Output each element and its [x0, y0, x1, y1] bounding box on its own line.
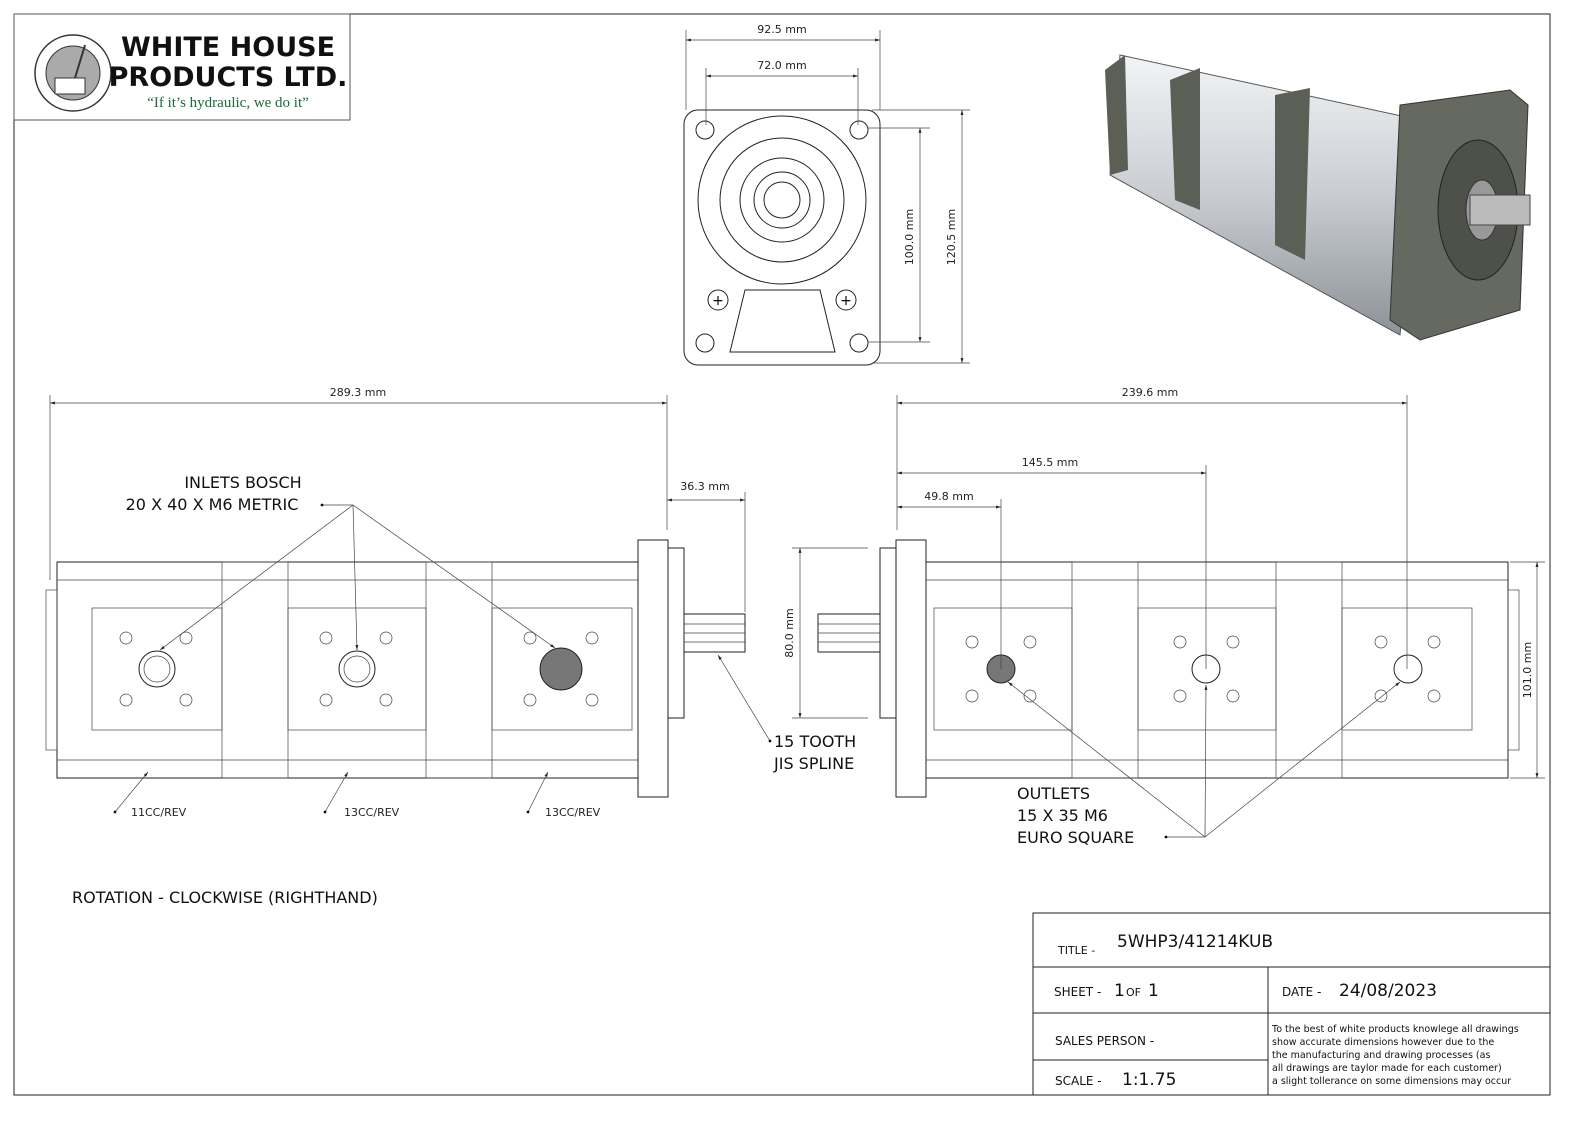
- company-logo-block: WHITE HOUSE PRODUCTS LTD. “If it’s hydra…: [13, 13, 351, 121]
- disclaimer-line: a slight tollerance on some dimensions m…: [1272, 1076, 1511, 1087]
- disclaimer-line: the manufacturing and drawing processes …: [1272, 1050, 1490, 1061]
- outlets-label-line1: OUTLETS: [1017, 784, 1090, 803]
- dim-front-height-holes: 100.0 mm: [903, 209, 916, 265]
- front-view: + + 92.5 mm 72.0 mm 100.0 mm 120.5 mm: [683, 23, 970, 366]
- dim-flange-height: 80.0 mm: [783, 608, 796, 657]
- spline-label-line2: JIS SPLINE: [773, 754, 854, 773]
- dim-front-height-outer: 120.5 mm: [945, 209, 958, 265]
- dim-left-overall: 289.3 mm: [330, 386, 386, 399]
- date-label: DATE -: [1282, 985, 1321, 999]
- title-value: 5WHP3/41214KUB: [1117, 932, 1273, 952]
- inlets-label-line2: 20 X 40 X M6 METRIC: [126, 495, 299, 514]
- title-label: TITLE -: [1057, 944, 1095, 957]
- section-label-1: 11CC/REV: [131, 806, 187, 819]
- sheet-label: SHEET -: [1054, 985, 1101, 999]
- section-label-2: 13CC/REV: [344, 806, 400, 819]
- sheet-total: 1: [1148, 981, 1159, 1001]
- company-seal-icon: [34, 34, 112, 112]
- company-name-line1: WHITE HOUSE: [121, 32, 335, 63]
- sales-person-label: SALES PERSON -: [1055, 1034, 1154, 1048]
- dim-front-width-holes: 72.0 mm: [757, 59, 806, 72]
- dim-right-mid: 145.5 mm: [1022, 456, 1078, 469]
- left-side-view: 289.3 mm 36.3 mm INLETS BOSCH 20 X 40 X …: [45, 386, 856, 819]
- pump-3d-render: [1105, 54, 1531, 341]
- inlets-label-line1: INLETS BOSCH: [184, 473, 301, 492]
- rotation-note: ROTATION - CLOCKWISE (RIGHTHAND): [72, 888, 378, 907]
- title-block: TITLE - 5WHP3/41214KUB SHEET - 1 OF 1 DA…: [1032, 912, 1551, 1096]
- right-side-view: 239.6 mm 145.5 mm 49.8 mm 80.0 mm 101.0 …: [783, 386, 1545, 847]
- spline-label-line1: 15 TOOTH: [774, 732, 856, 751]
- svg-text:+: +: [712, 293, 724, 309]
- disclaimer-line: To the best of white products knowlege a…: [1271, 1024, 1519, 1035]
- outlets-label-line3: EURO SQUARE: [1017, 828, 1134, 847]
- sheet-number: 1: [1114, 981, 1125, 1001]
- company-tagline: “If it’s hydraulic, we do it”: [147, 95, 309, 111]
- dim-body-height: 101.0 mm: [1521, 642, 1534, 698]
- sheet-border: [13, 13, 1551, 1096]
- scale-value: 1:1.75: [1122, 1070, 1176, 1090]
- disclaimer-line: show accurate dimensions however due to …: [1272, 1037, 1494, 1048]
- scale-label: SCALE -: [1055, 1074, 1102, 1088]
- disclaimer-line: all drawings are taylor made for each cu…: [1272, 1063, 1502, 1074]
- dim-right-overall: 239.6 mm: [1122, 386, 1178, 399]
- dim-right-first: 49.8 mm: [924, 490, 973, 503]
- dim-shaft-length: 36.3 mm: [680, 480, 729, 493]
- disclaimer: To the best of white products knowlege a…: [1271, 1024, 1519, 1087]
- svg-text:+: +: [840, 293, 852, 309]
- company-name-line2: PRODUCTS LTD.: [109, 62, 348, 93]
- section-label-3: 13CC/REV: [545, 806, 601, 819]
- date-value: 24/08/2023: [1339, 981, 1437, 1001]
- dim-front-width-outer: 92.5 mm: [757, 23, 806, 36]
- sheet-of: OF: [1126, 986, 1141, 999]
- outlets-label-line2: 15 X 35 M6: [1017, 806, 1108, 825]
